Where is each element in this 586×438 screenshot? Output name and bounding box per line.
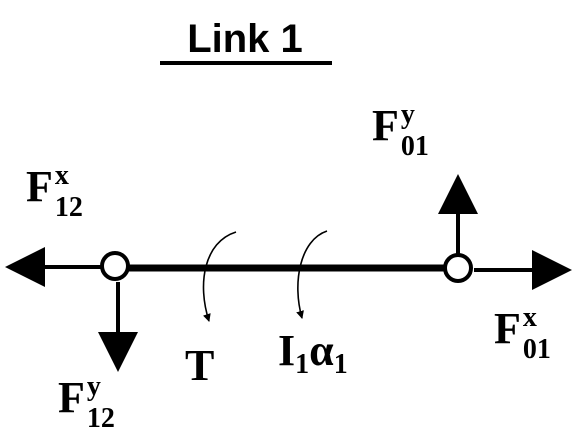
torque-arrow-icon: [202, 231, 237, 322]
inertia-arrow-icon: [296, 230, 328, 319]
joint-left: [100, 251, 130, 281]
diagram-title: Link 1: [187, 17, 303, 61]
label-torque: T: [185, 341, 214, 390]
joint-right: [443, 253, 473, 283]
label-inertia: I1α1: [278, 326, 348, 380]
